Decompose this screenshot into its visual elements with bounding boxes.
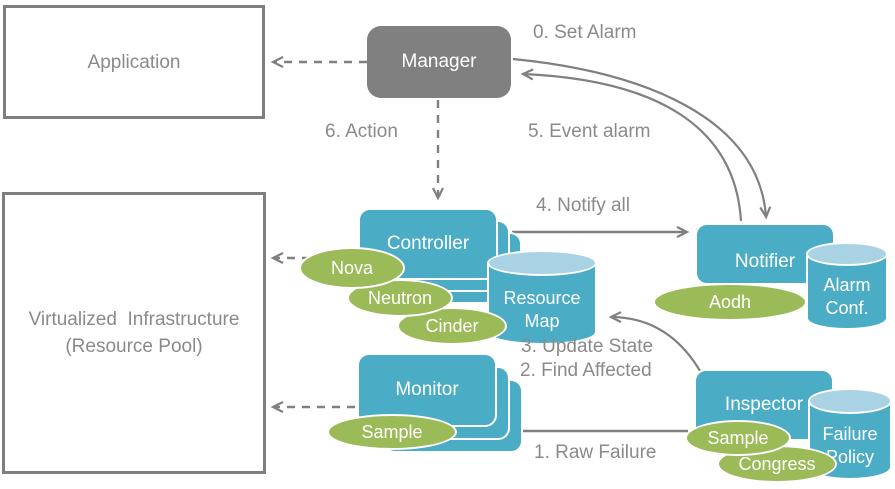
label-set-alarm: 0. Set Alarm: [533, 22, 637, 43]
manager-label: Manager: [401, 51, 477, 72]
notifier-label: Notifier: [734, 251, 796, 272]
sample-inspector-ellipse: Sample: [685, 420, 791, 456]
label-find-affected: 2. Find Affected: [520, 360, 652, 381]
failure-policy-label-line2: Policy: [825, 447, 874, 467]
congress-label: Congress: [738, 453, 816, 474]
cinder-ellipse: Cinder: [397, 307, 507, 345]
update-state-arrow: [608, 311, 705, 379]
aodh-label: Aodh: [708, 291, 752, 312]
label-action: 6. Action: [325, 121, 398, 142]
failure-policy-cylinder-top: [808, 388, 892, 414]
monitor-label: Monitor: [395, 379, 459, 400]
sample-monitor-label: Sample: [361, 421, 423, 442]
inspector-label: Inspector: [724, 394, 804, 415]
alarm-conf-cylinder-top: [806, 242, 888, 266]
alarm-conf-label-line1: Alarm: [823, 275, 871, 295]
neutron-label: Neutron: [367, 287, 433, 308]
set-alarm-arc: [512, 57, 772, 220]
manager-node: Manager: [367, 26, 511, 98]
label-raw-failure: 1. Raw Failure: [534, 442, 657, 463]
sample-monitor-ellipse: Sample: [327, 414, 457, 450]
monitor-node: Monitor: [357, 353, 497, 427]
virtualized-infrastructure-label-line1: Virtualized Infrastructure: [28, 309, 240, 330]
label-event-alarm: 5. Event alarm: [528, 121, 651, 142]
label-notify-all: 4. Notify all: [536, 195, 630, 216]
alarm-conf-label-line2: Conf.: [825, 298, 869, 318]
application-box: Application: [3, 5, 265, 119]
virtualized-infrastructure-box: Virtualized Infrastructure (Resource Poo…: [2, 192, 266, 474]
nova-ellipse: Nova: [299, 247, 405, 289]
controller-label: Controller: [386, 233, 470, 254]
alarm-conf-cylinder: Alarm Conf.: [806, 242, 888, 330]
virtualized-infrastructure-label-line2: (Resource Pool): [65, 336, 203, 357]
resource-map-cylinder-top: [487, 250, 597, 276]
application-label: Application: [87, 51, 181, 73]
aodh-ellipse: Aodh: [653, 283, 807, 321]
resource-map-label-line1: Resource: [503, 287, 581, 308]
resource-map-label-line2: Map: [524, 310, 560, 331]
nova-label: Nova: [330, 257, 374, 278]
event-alarm-arc: [520, 68, 743, 222]
congress-ellipse: Congress: [717, 445, 837, 483]
failure-policy-label-line1: Failure: [822, 424, 878, 444]
sample-inspector-label: Sample: [707, 427, 769, 448]
cinder-label: Cinder: [425, 315, 479, 336]
label-update-state: 3. Update State: [521, 336, 654, 357]
